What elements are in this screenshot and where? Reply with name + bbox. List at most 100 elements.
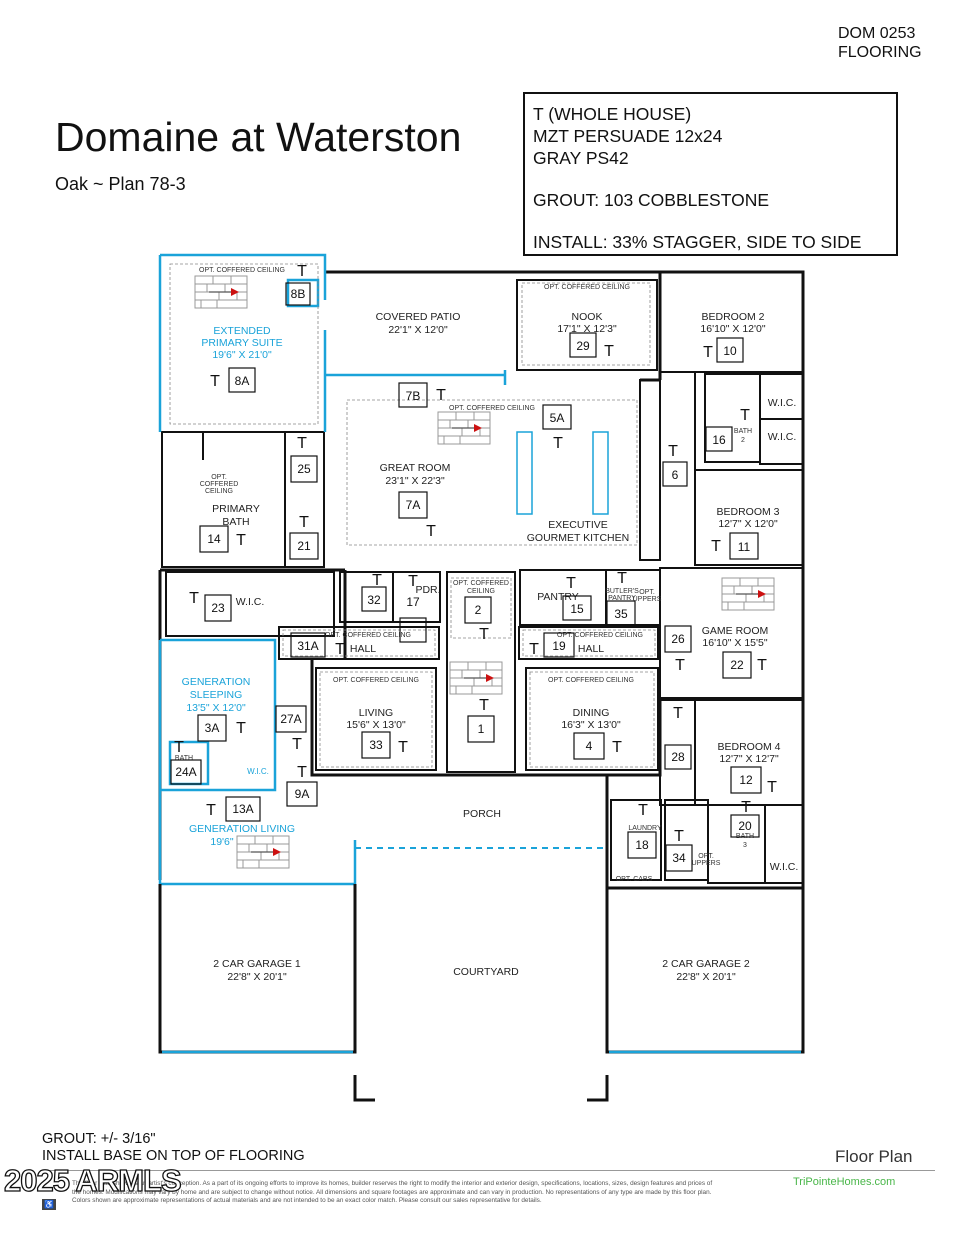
bedroom2-dims: 16'10" X 12'0" [700,323,765,335]
bedroom4-dims: 12'7" X 12'7" [719,753,779,765]
tile-marker: T [299,514,309,531]
covered-patio-dims: 22'1" X 12'0" [388,324,448,336]
tile-marker: T [740,407,750,424]
dining-label: DINING [573,707,610,719]
hall-right-label: HALL [578,643,604,655]
extended-primary-label: EXTENDED [213,325,271,337]
laundry-label: LAUNDRY [628,825,662,832]
disclaimer-text: The floor plan shown is an artist's conc… [72,1180,713,1204]
footer-notes: GROUT: +/- 3/16" INSTALL BASE ON TOP OF … [42,1131,305,1165]
tag-23: 23 [211,601,225,615]
tile-marker: T [436,387,446,404]
footer-install: INSTALL BASE ON TOP OF FLOORING [42,1148,305,1164]
opt-uppers-butler: OPT. [639,589,655,596]
tag-28: 28 [671,750,685,764]
wic-bedroom3: W.I.C. [768,431,797,443]
kitchen-label: EXECUTIVE [548,519,608,531]
wic-bedroom4: W.I.C. [770,861,799,873]
nook-label: NOOK [572,311,603,323]
dom-category: FLOORING [838,44,922,61]
tag-1: 1 [478,722,485,736]
floor-plan-caption: Floor Plan [835,1147,913,1166]
tag-32: 32 [367,593,381,607]
nook-dims: 17'1" X 12'3" [557,323,617,335]
opt-ceiling-hall-left: OPT. COFFERED CEILING [325,632,411,639]
gen-sleeping-label-2: SLEEPING [190,689,243,701]
tag-19: 19 [552,639,566,653]
bedroom3-dims: 12'7" X 12'0" [718,518,778,530]
opt-uppers-butler-2: UPPERS [633,596,662,603]
opt-ceiling-bath-2: COFFERED [200,481,239,488]
tile-marker: T [236,720,246,737]
pantry-label: PANTRY [537,591,579,603]
tile-marker: T [675,657,685,674]
spec-install: INSTALL: 33% STAGGER, SIDE TO SIDE [533,232,862,252]
tile-marker: T [335,641,345,658]
tile-direction-icon [437,411,491,445]
opt-ceiling-living: OPT. COFFERED CEILING [333,677,419,684]
tile-marker: T [674,828,684,845]
tag-20: 20 [738,819,752,833]
gen-sleeping-label: GENERATION [182,676,251,688]
primary-wic-label: W.I.C. [236,596,265,608]
butlers-pantry-label: BUTLER'S [605,588,639,595]
tile-marker: T [566,575,576,592]
butlers-pantry-label-2: PANTRY [608,595,636,602]
spec-product: MZT PERSUADE 12x24 [533,126,723,146]
website-link[interactable]: TriPointeHomes.com [793,1176,896,1188]
tile-marker: T [741,799,751,816]
dining-dims: 16'3" X 13'0" [561,719,621,731]
garage-walls [158,884,805,1102]
footer-divider [40,1170,935,1171]
kitchen-island [516,431,609,515]
tile-marker: T [297,435,307,452]
tile-marker: T [612,739,622,756]
tag-10: 10 [723,344,737,358]
tag-7a: 7A [406,498,421,512]
plan-subtitle: Oak ~ Plan 78-3 [55,174,186,194]
tile-marker: T [673,705,683,722]
game-room-dims: 16'10" X 15'5" [702,637,767,649]
copyright-watermark: 2025 ARMLS [3,1162,182,1198]
tile-marker: T [757,657,767,674]
tile-marker: T [638,802,648,819]
tile-marker: T [711,538,721,555]
tile-direction-icon [194,275,248,309]
porch-label: PORCH [463,808,501,820]
tile-marker: T [529,641,539,658]
opt-ceiling-nook: OPT. COFFERED CEILING [544,284,630,291]
tag-33: 33 [369,738,383,752]
bedroom3-label: BEDROOM 3 [716,506,779,518]
bedroom4-label: BEDROOM 4 [717,741,780,753]
tile-marker: T [617,570,627,587]
bedroom2-label: BEDROOM 2 [701,311,764,323]
tile-marker: T [236,532,246,549]
tag-11: 11 [738,540,751,554]
tag-17: 17 [406,595,420,609]
tile-marker: T [206,802,216,819]
garage1-label: 2 CAR GARAGE 1 [213,958,301,970]
tile-marker: T [292,736,302,753]
coffered-ceiling-outlines [169,263,656,768]
tile-marker: T [297,764,307,781]
tag-8b: 8B [291,287,306,301]
document-reference: DOM 0253 FLOORING [838,24,922,62]
opt-cabs-label: OPT. CABS [616,876,653,883]
tag-18: 18 [635,838,649,852]
opt-ceiling-entry-2: CEILING [467,588,495,595]
hall-left-label: HALL [350,643,376,655]
opt-ceiling-great-room: OPT. COFFERED CEILING [449,405,535,412]
tag-31a: 31A [297,639,318,653]
opt-uppers-label-2: UPPERS [692,860,721,867]
tag-29: 29 [576,339,590,353]
gen-wic-label: W.I.C. [247,767,269,776]
tag-13a: 13A [232,802,253,816]
tile-marker: T [426,523,436,540]
opt-ceiling-bath: OPT. [211,474,227,481]
garage1-dims: 22'8" X 20'1" [227,971,287,983]
opt-ceiling-bath-3: CEILING [205,488,233,495]
primary-bath-label: PRIMARY [212,503,260,515]
tile-marker: T [372,572,382,589]
opt-ceiling-hall-right: OPT. COFFERED CEILING [557,632,643,639]
area-tag-boxes [170,282,762,872]
